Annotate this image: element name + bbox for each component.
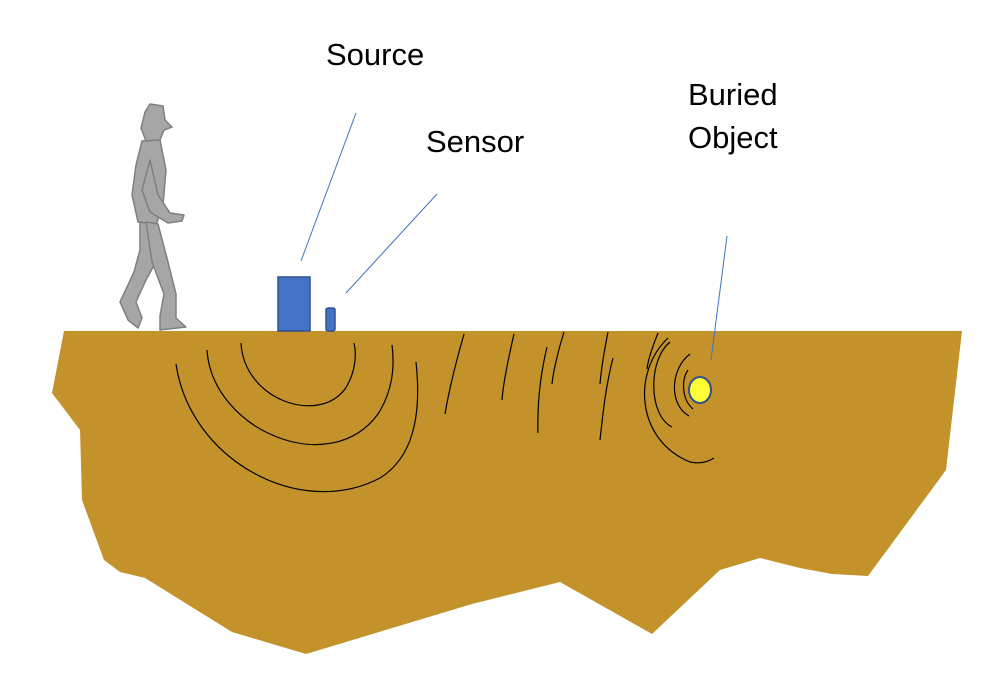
source-label: Source	[326, 37, 425, 72]
source-wavefronts	[175, 342, 419, 493]
reflection-3	[653, 341, 673, 428]
buried-object-label-line1: Buried	[688, 77, 778, 112]
propagating-wavefronts	[444, 331, 659, 441]
reflection-2	[673, 353, 691, 417]
wavefront-6	[537, 346, 548, 434]
sensor-label: Sensor	[426, 124, 525, 159]
soil-ground	[52, 331, 962, 654]
buried-object-leader-line	[710, 235, 728, 361]
buried-object-label-line2: Object	[688, 120, 778, 155]
source-leader-line	[300, 112, 357, 262]
wavefront-7	[551, 331, 565, 385]
reflected-wavefronts	[643, 337, 715, 464]
wavefront-5	[501, 333, 515, 401]
wavefront-4	[444, 333, 465, 415]
wavefront-3	[175, 361, 419, 493]
wavefront-2	[206, 344, 394, 446]
wavefront-9	[599, 357, 614, 441]
wavefront-10	[646, 332, 659, 370]
sensor-leader-line	[345, 193, 438, 294]
sensor-box	[325, 307, 336, 332]
wavefront-1	[240, 342, 356, 407]
buried-object	[688, 376, 712, 404]
source-box	[277, 276, 311, 332]
walking-person-icon	[119, 103, 187, 331]
wavefront-8	[599, 331, 609, 385]
reflection-4	[643, 337, 715, 464]
reflection-1	[683, 369, 694, 410]
